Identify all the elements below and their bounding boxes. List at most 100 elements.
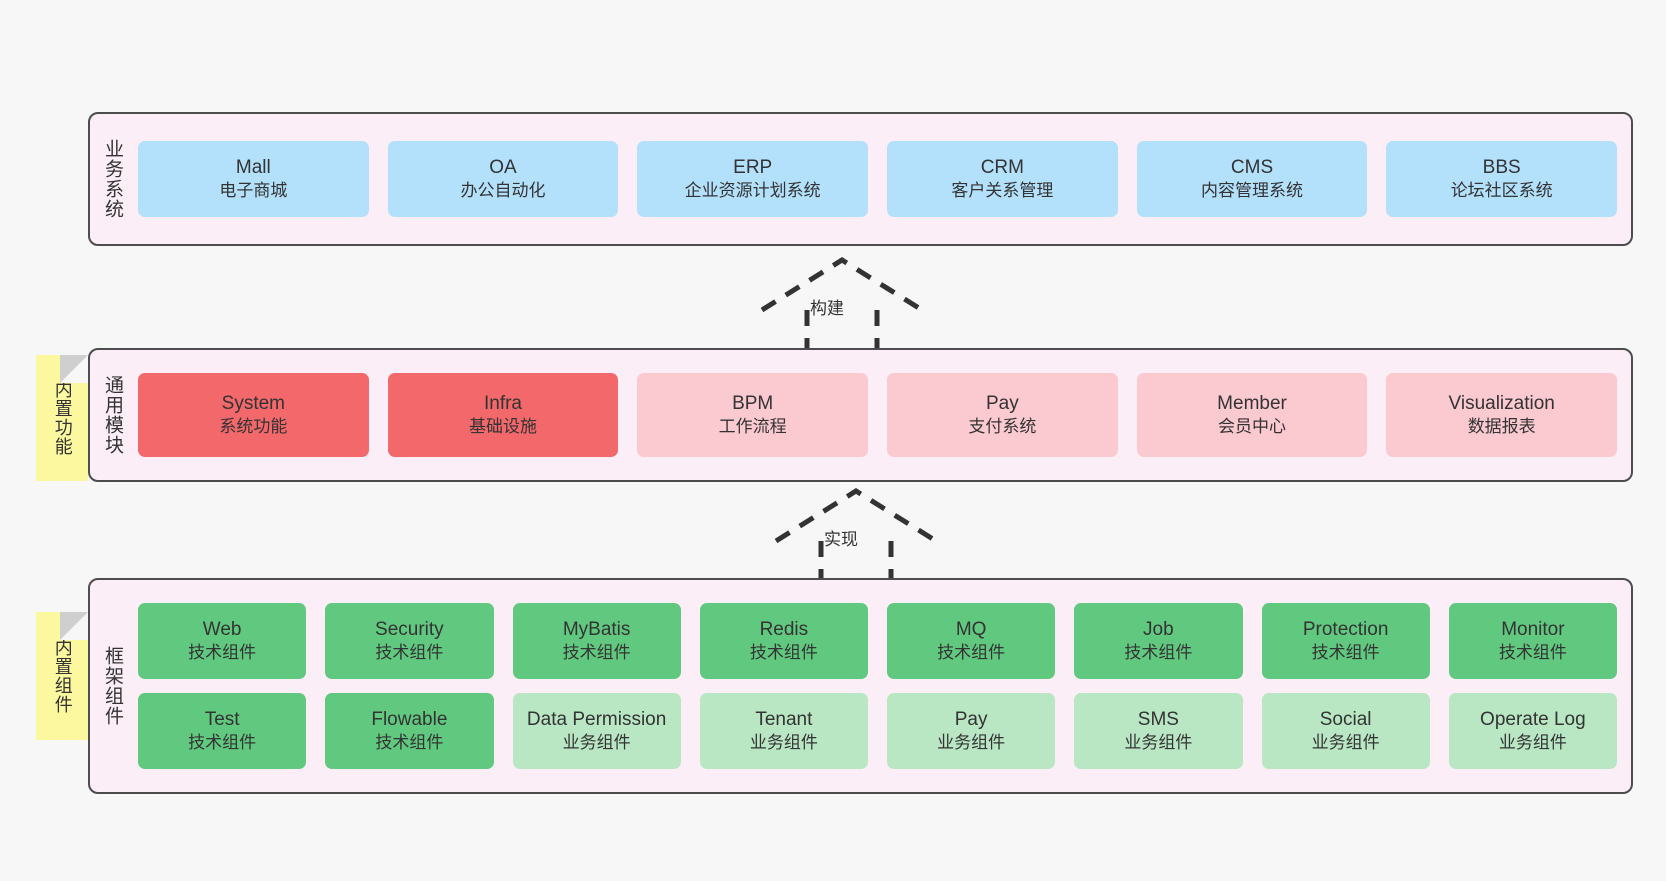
cell-cn-label: 客户关系管理	[951, 181, 1054, 201]
cell-en-label: ERP	[733, 156, 773, 178]
layer-modules-title: 通用模块	[101, 375, 123, 455]
connector-implement-label: 实现	[824, 530, 858, 549]
cell-en-label: Security	[375, 618, 444, 640]
cell-en-label: System	[221, 392, 286, 414]
sticky-note-label: 内置组件	[52, 638, 73, 714]
framework-cell-operate-log[interactable]: Operate Log 业务组件	[1448, 693, 1617, 769]
module-cell-bpm[interactable]: BPM 工作流程	[637, 373, 869, 457]
framework-cell-redis[interactable]: Redis 技术组件	[699, 603, 868, 679]
cell-cn-label: 业务组件	[937, 733, 1006, 753]
cell-en-label: Redis	[759, 618, 809, 640]
cell-en-label: Tenant	[755, 708, 813, 730]
cell-en-label: Mall	[235, 156, 271, 178]
common-modules-row: System 系统功能 Infra 基础设施 BPM 工作流程 Pay 支付系统…	[138, 373, 1618, 457]
module-cell-pay[interactable]: Pay 支付系统	[887, 373, 1118, 457]
cell-en-label: Monitor	[1501, 618, 1565, 640]
cell-en-label: OA	[489, 156, 517, 178]
framework-cell-flowable[interactable]: Flowable 技术组件	[325, 693, 494, 769]
module-cell-visualization[interactable]: Visualization 数据报表	[1386, 373, 1618, 457]
cell-en-label: Test	[204, 708, 240, 730]
module-cell-system[interactable]: System 系统功能	[138, 373, 369, 457]
connector-implement-arrow: 实现	[766, 488, 946, 589]
cell-cn-label: 支付系统	[968, 417, 1037, 437]
cell-cn-label: 内容管理系统	[1201, 181, 1304, 201]
cell-cn-label: 工作流程	[718, 417, 787, 437]
cell-en-label: BBS	[1482, 156, 1521, 178]
cell-cn-label: 技术组件	[375, 643, 444, 663]
layer-business-systems: 业务系统 Mall 电子商城 OA 办公自动化 ERP 企业资源计划系统 CRM	[88, 112, 1633, 246]
cell-cn-label: 业务组件	[1124, 733, 1193, 753]
business-cell-mall[interactable]: Mall 电子商城	[138, 141, 369, 217]
cell-cn-label: 业务组件	[562, 733, 631, 753]
cell-cn-label: 技术组件	[749, 643, 818, 663]
cell-en-label: CRM	[980, 156, 1024, 178]
framework-cell-monitor[interactable]: Monitor 技术组件	[1448, 603, 1617, 679]
cell-en-label: CMS	[1230, 156, 1274, 178]
framework-cell-social[interactable]: Social 业务组件	[1261, 693, 1430, 769]
cell-en-label: Member	[1217, 392, 1287, 414]
framework-cell-web[interactable]: Web 技术组件	[138, 603, 307, 679]
cell-en-label: Data Permission	[526, 708, 667, 730]
cell-cn-label: 系统功能	[219, 417, 288, 437]
cell-en-label: Protection	[1302, 618, 1389, 640]
module-cell-member[interactable]: Member 会员中心	[1136, 373, 1368, 457]
cell-cn-label: 技术组件	[188, 733, 257, 753]
business-cell-bbs[interactable]: BBS 论坛社区系统	[1386, 141, 1618, 217]
cell-en-label: Infra	[483, 392, 523, 414]
cell-en-label: Pay	[954, 708, 988, 730]
framework-business-components-row: Test 技术组件 Flowable 技术组件 Data Permission …	[138, 693, 1617, 769]
business-cell-crm[interactable]: CRM 客户关系管理	[887, 141, 1118, 217]
layer-framework-components: 框架组件 Web 技术组件 Security 技术组件 MyBatis 技术组件…	[88, 578, 1633, 794]
cell-en-label: Visualization	[1448, 392, 1555, 414]
cell-cn-label: 业务组件	[749, 733, 818, 753]
cell-cn-label: 办公自动化	[460, 181, 546, 201]
business-cell-oa[interactable]: OA 办公自动化	[387, 141, 619, 217]
layer-framework-title: 框架组件	[101, 646, 123, 726]
framework-cell-job[interactable]: Job 技术组件	[1074, 603, 1243, 679]
cell-cn-label: 技术组件	[562, 643, 631, 663]
cell-en-label: Social	[1319, 708, 1372, 730]
framework-cell-data-permission[interactable]: Data Permission 业务组件	[512, 693, 681, 769]
layer-common-modules: 通用模块 System 系统功能 Infra 基础设施 BPM 工作流程 Pay	[88, 348, 1633, 482]
framework-cell-protection[interactable]: Protection 技术组件	[1261, 603, 1430, 679]
cell-en-label: Pay	[985, 392, 1019, 414]
connector-build-arrow: 构建	[752, 257, 932, 358]
cell-cn-label: 技术组件	[375, 733, 444, 753]
business-cell-cms[interactable]: CMS 内容管理系统	[1136, 141, 1368, 217]
business-systems-row: Mall 电子商城 OA 办公自动化 ERP 企业资源计划系统 CRM 客户关系…	[138, 141, 1618, 217]
cell-en-label: Flowable	[371, 708, 448, 730]
layer-business-title: 业务系统	[101, 139, 123, 219]
cell-cn-label: 技术组件	[1311, 643, 1380, 663]
cell-cn-label: 业务组件	[1311, 733, 1380, 753]
framework-cell-pay[interactable]: Pay 业务组件	[887, 693, 1056, 769]
cell-en-label: Job	[1143, 618, 1174, 640]
layer-framework-body: Web 技术组件 Security 技术组件 MyBatis 技术组件 Redi…	[134, 580, 1631, 792]
module-cell-infra[interactable]: Infra 基础设施	[387, 373, 619, 457]
cell-cn-label: 企业资源计划系统	[684, 181, 821, 201]
cell-en-label: Web	[202, 618, 242, 640]
business-cell-erp[interactable]: ERP 企业资源计划系统	[637, 141, 869, 217]
cell-en-label: BPM	[732, 392, 774, 414]
sticky-note-label: 内置功能	[52, 380, 73, 456]
cell-cn-label: 技术组件	[188, 643, 257, 663]
framework-cell-security[interactable]: Security 技术组件	[325, 603, 494, 679]
cell-cn-label: 数据报表	[1467, 417, 1536, 437]
sticky-note-builtin-components: 内置组件	[36, 612, 88, 740]
cell-cn-label: 基础设施	[469, 417, 537, 437]
cell-en-label: MQ	[955, 618, 987, 640]
framework-cell-mybatis[interactable]: MyBatis 技术组件	[512, 603, 681, 679]
cell-en-label: MyBatis	[562, 618, 631, 640]
framework-cell-test[interactable]: Test 技术组件	[138, 693, 307, 769]
sticky-note-builtin-features: 内置功能	[36, 355, 88, 481]
cell-cn-label: 技术组件	[1124, 643, 1193, 663]
framework-cell-tenant[interactable]: Tenant 业务组件	[699, 693, 868, 769]
cell-cn-label: 技术组件	[937, 643, 1006, 663]
layer-business-body: Mall 电子商城 OA 办公自动化 ERP 企业资源计划系统 CRM 客户关系…	[134, 114, 1631, 244]
framework-cell-mq[interactable]: MQ 技术组件	[887, 603, 1056, 679]
layer-modules-body: System 系统功能 Infra 基础设施 BPM 工作流程 Pay 支付系统…	[134, 350, 1631, 480]
framework-cell-sms[interactable]: SMS 业务组件	[1074, 693, 1243, 769]
cell-cn-label: 技术组件	[1498, 643, 1567, 663]
cell-en-label: SMS	[1137, 708, 1179, 730]
cell-en-label: Operate Log	[1480, 708, 1586, 730]
